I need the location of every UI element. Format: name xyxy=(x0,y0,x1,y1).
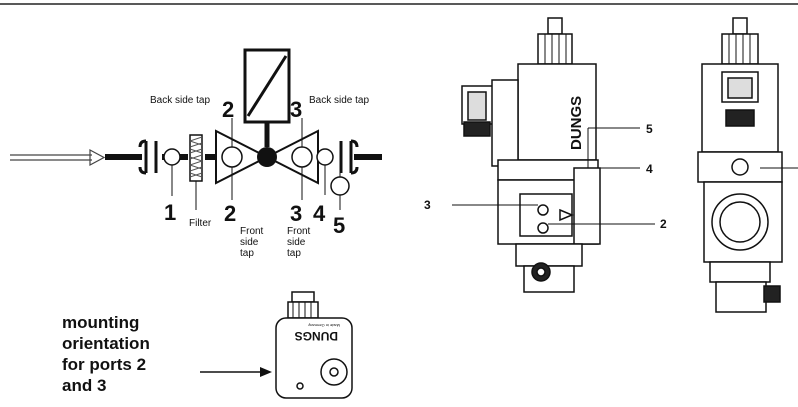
callout-3: 3 xyxy=(424,198,431,212)
callout-5: 5 xyxy=(646,122,653,136)
flow-arrow xyxy=(10,148,106,167)
mounting-note-line-1: mounting xyxy=(62,313,140,332)
mounting-arrow xyxy=(200,367,272,377)
mounting-view-brand: DUNGS xyxy=(295,329,338,343)
port-1-circle xyxy=(163,148,181,166)
front-side-tap-right-line2: side xyxy=(287,237,306,248)
solenoid-box xyxy=(243,48,291,124)
inlet-flange xyxy=(138,139,158,175)
port-3-circle xyxy=(291,146,313,168)
mounting-view: DUNGS Made in Germany xyxy=(275,291,353,399)
front-side-tap-left-line3: tap xyxy=(240,248,254,259)
port-3-top-label: 3 xyxy=(290,97,302,122)
mounting-note-line-3: for ports 2 xyxy=(62,355,147,374)
port-4-circle xyxy=(316,148,334,166)
valve-schematic: Back side tap Back side tap 2 3 1 Filter… xyxy=(10,48,382,259)
port-5-label: 5 xyxy=(333,213,345,238)
filter-element xyxy=(189,134,203,210)
front-side-tap-right-line1: Front xyxy=(287,226,311,237)
port-2-circle xyxy=(221,146,243,168)
outlet-flange xyxy=(339,139,359,175)
filter-label: Filter xyxy=(189,218,212,229)
front-side-tap-left-line1: Front xyxy=(240,226,264,237)
mounting-note-line-4: and 3 xyxy=(62,376,107,395)
valve-center xyxy=(257,147,277,167)
port-4-label: 4 xyxy=(313,201,326,226)
back-side-tap-right-label: Back side tap xyxy=(309,95,369,106)
port-3-bottom-label: 3 xyxy=(290,201,302,226)
callout-2: 2 xyxy=(660,217,667,231)
valve-side-view: DUNGS xyxy=(461,17,601,293)
mounting-note-line-2: orientation xyxy=(62,334,150,353)
mounting-note: mounting orientation for ports 2 and 3 xyxy=(62,312,150,396)
callout-4: 4 xyxy=(646,162,653,176)
port-1-label: 1 xyxy=(164,200,176,225)
side-view-brand: DUNGS xyxy=(568,96,585,150)
valve-front-view xyxy=(697,17,798,313)
port-2-top-label: 2 xyxy=(222,97,234,122)
side-view-callouts xyxy=(452,127,655,225)
front-side-tap-left-line2: side xyxy=(240,237,259,248)
back-side-tap-left-label: Back side tap xyxy=(150,95,210,106)
mounting-view-tiny-text: Made in Germany xyxy=(308,323,340,328)
port-2-bottom-label: 2 xyxy=(224,201,236,226)
front-side-tap-right-line3: tap xyxy=(287,248,301,259)
port-5-circle xyxy=(330,176,350,196)
